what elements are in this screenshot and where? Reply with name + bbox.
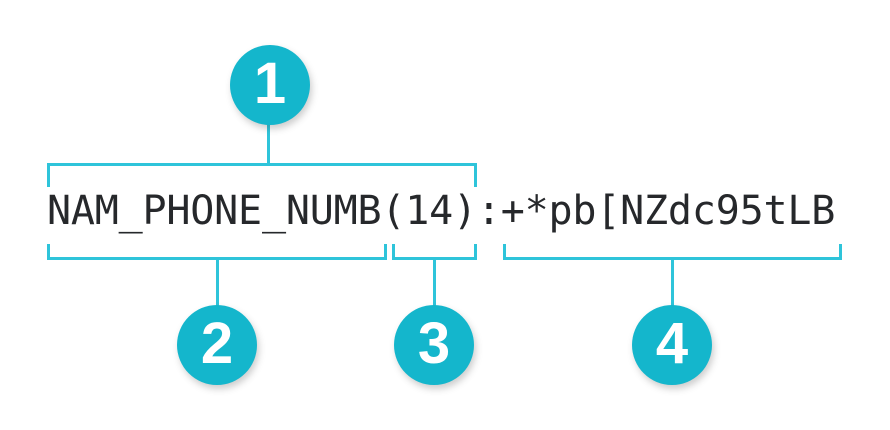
callout-circle-4: 4 — [632, 305, 712, 385]
callout-number-2: 2 — [200, 310, 234, 376]
callout-number-4: 4 — [655, 310, 689, 376]
connector-line-2 — [216, 260, 219, 307]
connector-line-4 — [671, 260, 674, 307]
connector-line-3 — [433, 260, 436, 307]
bracket-field-value — [503, 244, 842, 260]
callout-circle-1: 1 — [230, 45, 310, 125]
callout-number-1: 1 — [253, 50, 287, 116]
callout-circle-3: 3 — [394, 305, 474, 385]
bracket-field-name-and-length — [47, 163, 477, 187]
callout-circle-2: 2 — [177, 305, 257, 385]
code-string: NAM_PHONE_NUMB(14):+*pb[NZdc95tLB — [47, 188, 836, 234]
bracket-field-length — [392, 244, 477, 260]
connector-line-1 — [267, 122, 270, 165]
callout-number-3: 3 — [417, 310, 451, 376]
bracket-field-name — [47, 244, 387, 260]
